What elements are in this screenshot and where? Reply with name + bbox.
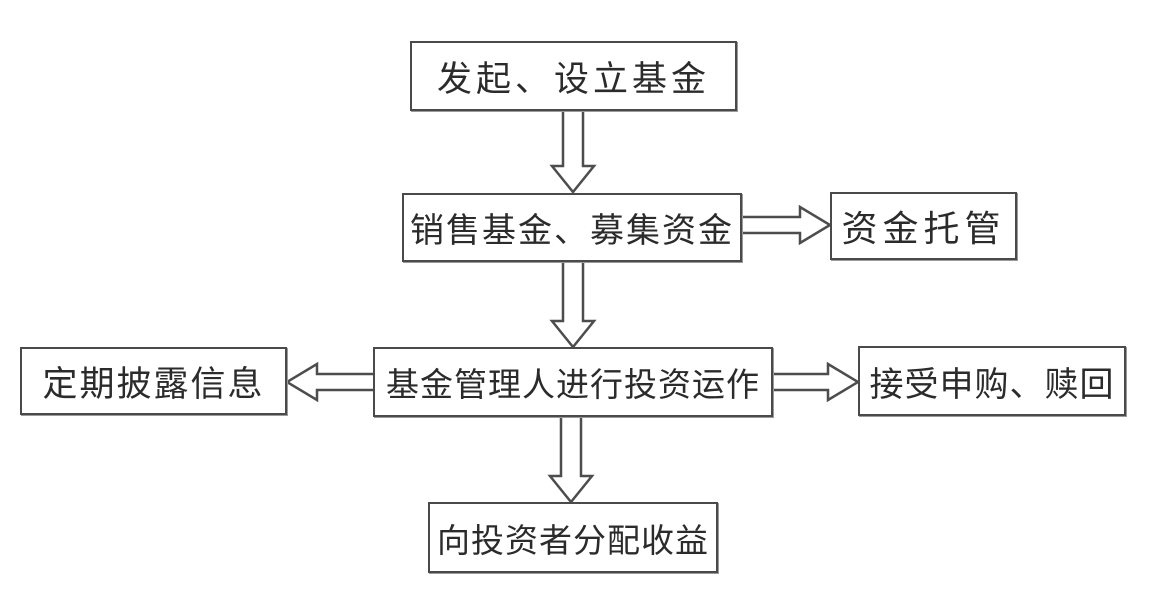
- node-sell-fund-raise-capital: 销售基金、募集资金: [402, 193, 742, 262]
- node-label: 基金管理人进行投资运作: [386, 368, 760, 404]
- node-label: 销售基金、募集资金: [410, 213, 734, 250]
- node-distribute-returns-to-investors: 向投资者分配收益: [428, 502, 718, 573]
- arrow-initiate-to-sell: [549, 111, 597, 194]
- node-label: 资金托管: [841, 209, 1006, 249]
- node-label: 接受申购、赎回: [869, 366, 1115, 404]
- arrow-sell-to-manager: [549, 262, 597, 349]
- node-accept-subscription-redemption: 接受申购、赎回: [858, 346, 1126, 416]
- arrow-manager-to-distribute: [547, 417, 595, 504]
- arrow-sell-to-custody: [742, 204, 833, 246]
- arrow-manager-to-disclose: [284, 361, 373, 403]
- arrow-manager-to-redeem: [773, 361, 861, 403]
- node-periodic-information-disclosure: 定期披露信息: [20, 347, 287, 415]
- node-initiate-establish-fund: 发起、设立基金: [410, 41, 737, 111]
- node-fund-custody: 资金托管: [830, 192, 1017, 260]
- node-label: 向投资者分配收益: [437, 523, 709, 560]
- node-label: 定期披露信息: [42, 364, 265, 404]
- node-manager-investment-operation: 基金管理人进行投资运作: [373, 347, 773, 417]
- node-label: 发起、设立基金: [436, 59, 710, 99]
